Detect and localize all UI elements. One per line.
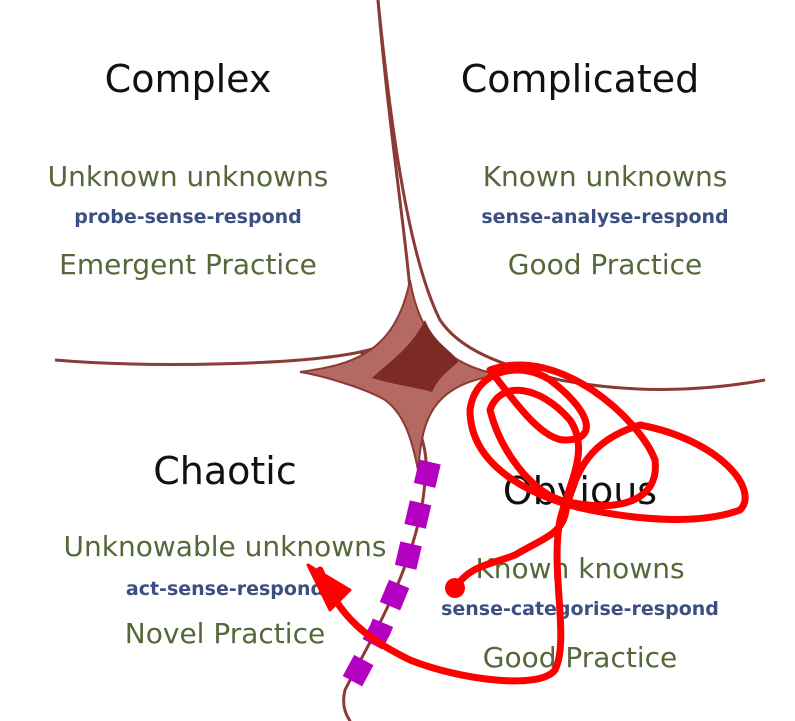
complex-title: Complex xyxy=(105,57,272,101)
complicated-knowledge: Known unknowns xyxy=(483,160,728,193)
chaotic-title: Chaotic xyxy=(153,449,297,493)
boundary-top-right xyxy=(376,0,561,382)
purple-dashed-annotation xyxy=(335,459,441,701)
center-disorder-core xyxy=(372,320,458,392)
chaotic-practice: Novel Practice xyxy=(125,617,325,650)
chaotic-knowledge: Unknowable unknowns xyxy=(64,530,387,563)
red-scribble-annotation xyxy=(306,361,749,685)
chaotic-method: act-sense-respond xyxy=(126,578,324,600)
red-annotation-start-dot xyxy=(445,578,465,598)
complicated-method: sense-analyse-respond xyxy=(481,206,728,228)
obvious-method: sense-categorise-respond xyxy=(441,598,719,620)
obvious-practice: Good Practice xyxy=(483,641,677,674)
complex-practice: Emergent Practice xyxy=(59,248,317,281)
complicated-title: Complicated xyxy=(461,57,700,101)
complicated-practice: Good Practice xyxy=(508,248,702,281)
complex-knowledge: Unknown unknowns xyxy=(48,160,329,193)
complex-method: probe-sense-respond xyxy=(74,206,302,228)
arrowhead-icon xyxy=(306,563,352,612)
